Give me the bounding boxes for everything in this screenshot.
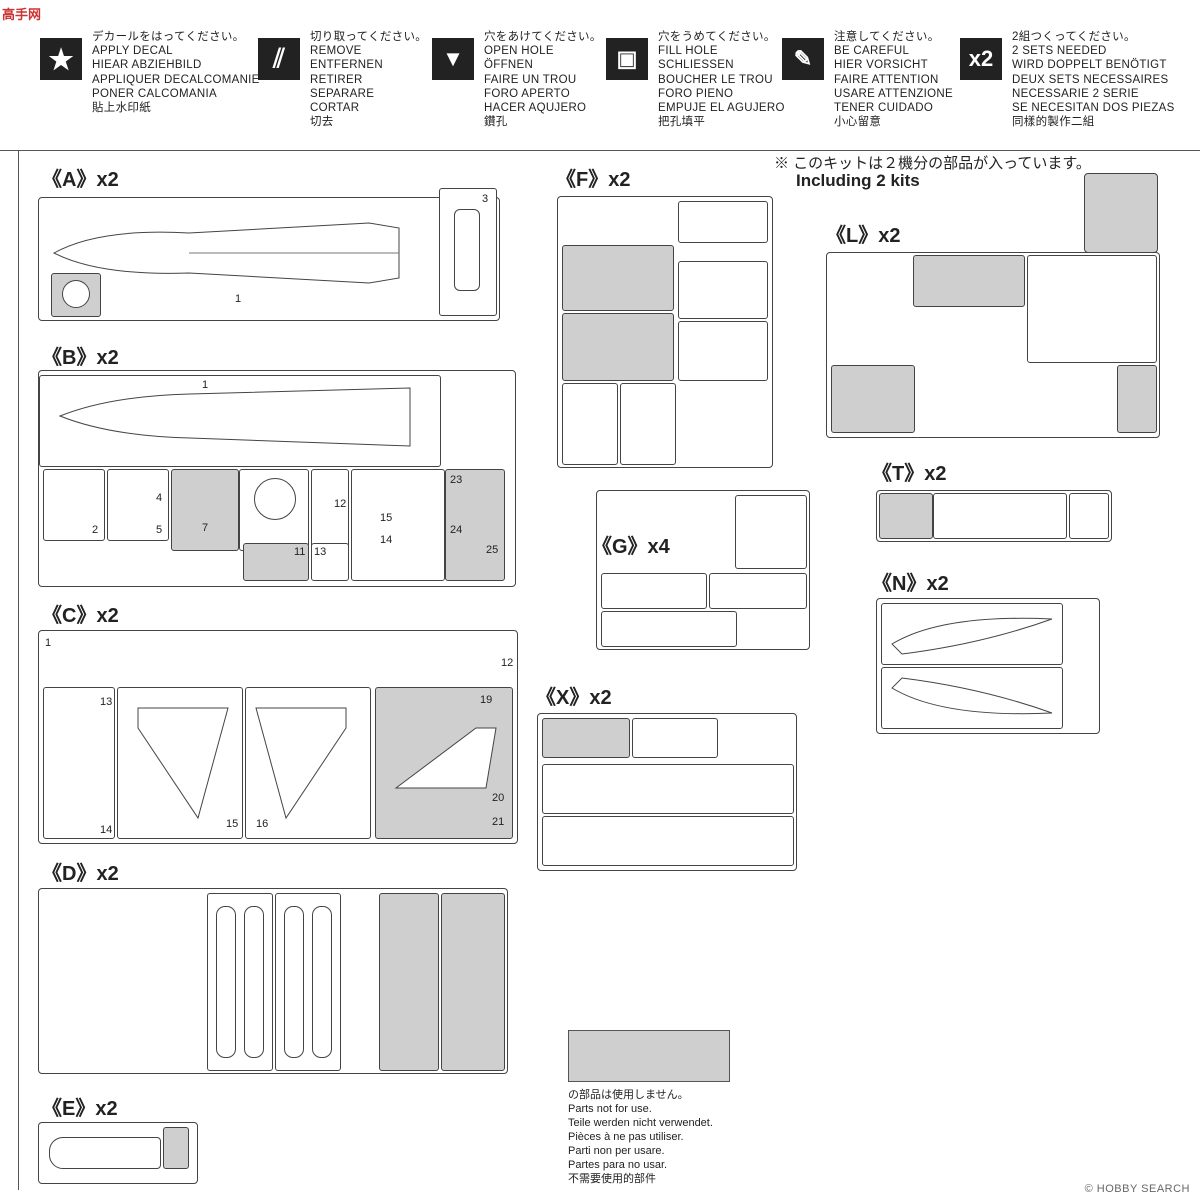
sprue-d <box>38 888 508 1074</box>
part-l4-6 <box>831 365 915 433</box>
part-f7 <box>678 321 768 381</box>
part-b11: 11 <box>243 543 309 581</box>
part-f4 <box>562 313 674 381</box>
sprue-d-title: 《D》x2 <box>42 863 119 885</box>
part-l15 <box>1027 255 1157 363</box>
part-l7-9 <box>913 255 1025 307</box>
part-d10-11 <box>207 893 273 1071</box>
part-f9 <box>620 383 676 465</box>
part-c15-22: 15 <box>117 687 243 839</box>
sprue-f-title: 《F》x2 <box>556 169 631 191</box>
sprue-g <box>596 490 810 650</box>
sprue-a: 1 3 <box>38 188 500 321</box>
sprue-t <box>876 490 1112 542</box>
kit-note-jp: ※ このキットは２機分の部品が入っています。 <box>774 155 1091 172</box>
sprue-f <box>557 196 773 468</box>
part-b2: 2 <box>43 469 105 541</box>
pylon-right <box>891 677 1053 715</box>
legend-text: デカールをはってください。 APPLY DECAL HIEAR ABZIEHBI… <box>92 31 260 115</box>
legend-text: 穴をあけてください。 OPEN HOLE ÖFFNEN FAIRE UN TRO… <box>484 31 602 129</box>
legend-text: 2組つくってください。 2 SETS NEEDED WIRD DOPPELT B… <box>1012 31 1175 129</box>
sprue-n-title: 《N》x2 <box>872 573 949 595</box>
instruction-legend: ★ デカールをはってください。 APPLY DECAL HIEAR ABZIEH… <box>0 0 1200 151</box>
unused-parts-note: の部品は使用しません。 Parts not for use. Teile wer… <box>568 1089 713 1185</box>
part-d18-25 <box>441 893 505 1071</box>
sprue-n <box>876 598 1100 734</box>
part-b13: 13 <box>311 543 349 581</box>
sprue-g-title: 《G》x4 <box>592 536 670 558</box>
x2-icon: x2 <box>960 38 1002 80</box>
sprue-c-title: 《C》x2 <box>42 605 119 627</box>
legend-text: 注意してください。 BE CAREFUL HIER VORSICHT FAIRE… <box>834 31 953 129</box>
sprue-t-title: 《T》x2 <box>872 463 947 485</box>
part-x3-4 <box>632 718 718 758</box>
unused-parts-swatch <box>568 1030 730 1082</box>
fuselage-part <box>52 222 400 284</box>
fuselage-lower-part <box>58 387 411 447</box>
part-g6-7 <box>735 495 807 569</box>
left-rule <box>18 150 19 1190</box>
part-a3: 3 <box>439 188 497 316</box>
part-n2 <box>881 667 1063 729</box>
sprue-l-title: 《L》x2 <box>826 225 901 247</box>
caution-icon: ✎ <box>782 38 824 80</box>
sprue-x-title: 《X》x2 <box>536 687 612 709</box>
part-number: 1 <box>235 293 242 305</box>
part-d12-13 <box>275 893 341 1071</box>
part-t8 <box>1069 493 1109 539</box>
part-f5 <box>678 261 768 319</box>
part-b12: 12 <box>311 469 349 551</box>
part-e2 <box>163 1127 189 1169</box>
part-d15-17 <box>379 893 439 1071</box>
part-b9 <box>239 469 309 551</box>
part-t1 <box>879 493 933 539</box>
part-l22 <box>1117 365 1157 433</box>
part-t2-7 <box>933 493 1067 539</box>
fill-icon: ▣ <box>606 38 648 80</box>
part-e1 <box>49 1137 161 1169</box>
part-a2 <box>51 273 101 317</box>
hobby-search-watermark: © HOBBY SEARCH <box>1084 1183 1190 1195</box>
part-x5 <box>542 764 794 814</box>
pylon-left <box>891 617 1053 655</box>
wing-left <box>137 707 229 820</box>
part-f6 <box>678 201 768 243</box>
part-g2 <box>709 573 807 609</box>
legend-text: 切り取ってください。 REMOVE ENTFERNEN RETIRER SEPA… <box>310 31 428 129</box>
part-f8 <box>562 383 618 465</box>
site-watermark: 高手网 <box>2 7 42 22</box>
part-b7: 7 <box>171 469 239 551</box>
cut-icon: ⫽ <box>258 38 300 80</box>
part-g1 <box>601 573 707 609</box>
sprue-l-23-24 <box>1084 173 1158 253</box>
part-x6 <box>542 816 794 866</box>
part-b1: 1 <box>39 375 441 467</box>
kit-note-en: Including 2 kits <box>796 171 920 190</box>
part-n1 <box>881 603 1063 665</box>
drill-icon: ▼ <box>432 38 474 80</box>
sprue-b-title: 《B》x2 <box>42 347 119 369</box>
sprue-e-title: 《E》x2 <box>42 1098 118 1120</box>
sprue-x <box>537 713 797 871</box>
vertical-tail <box>394 727 497 789</box>
legend-text: 穴をうめてください。 FILL HOLE SCHLIESSEN BOUCHER … <box>658 31 785 129</box>
part-x1-2 <box>542 718 630 758</box>
part-c16: 16 <box>245 687 371 839</box>
wing-right <box>255 707 347 820</box>
sprue-e <box>38 1122 198 1184</box>
sprue-l <box>826 252 1160 438</box>
star-icon: ★ <box>40 38 82 80</box>
sprue-a-title: 《A》x2 <box>42 169 119 191</box>
part-g3 <box>601 611 737 647</box>
part-f3 <box>562 245 674 311</box>
